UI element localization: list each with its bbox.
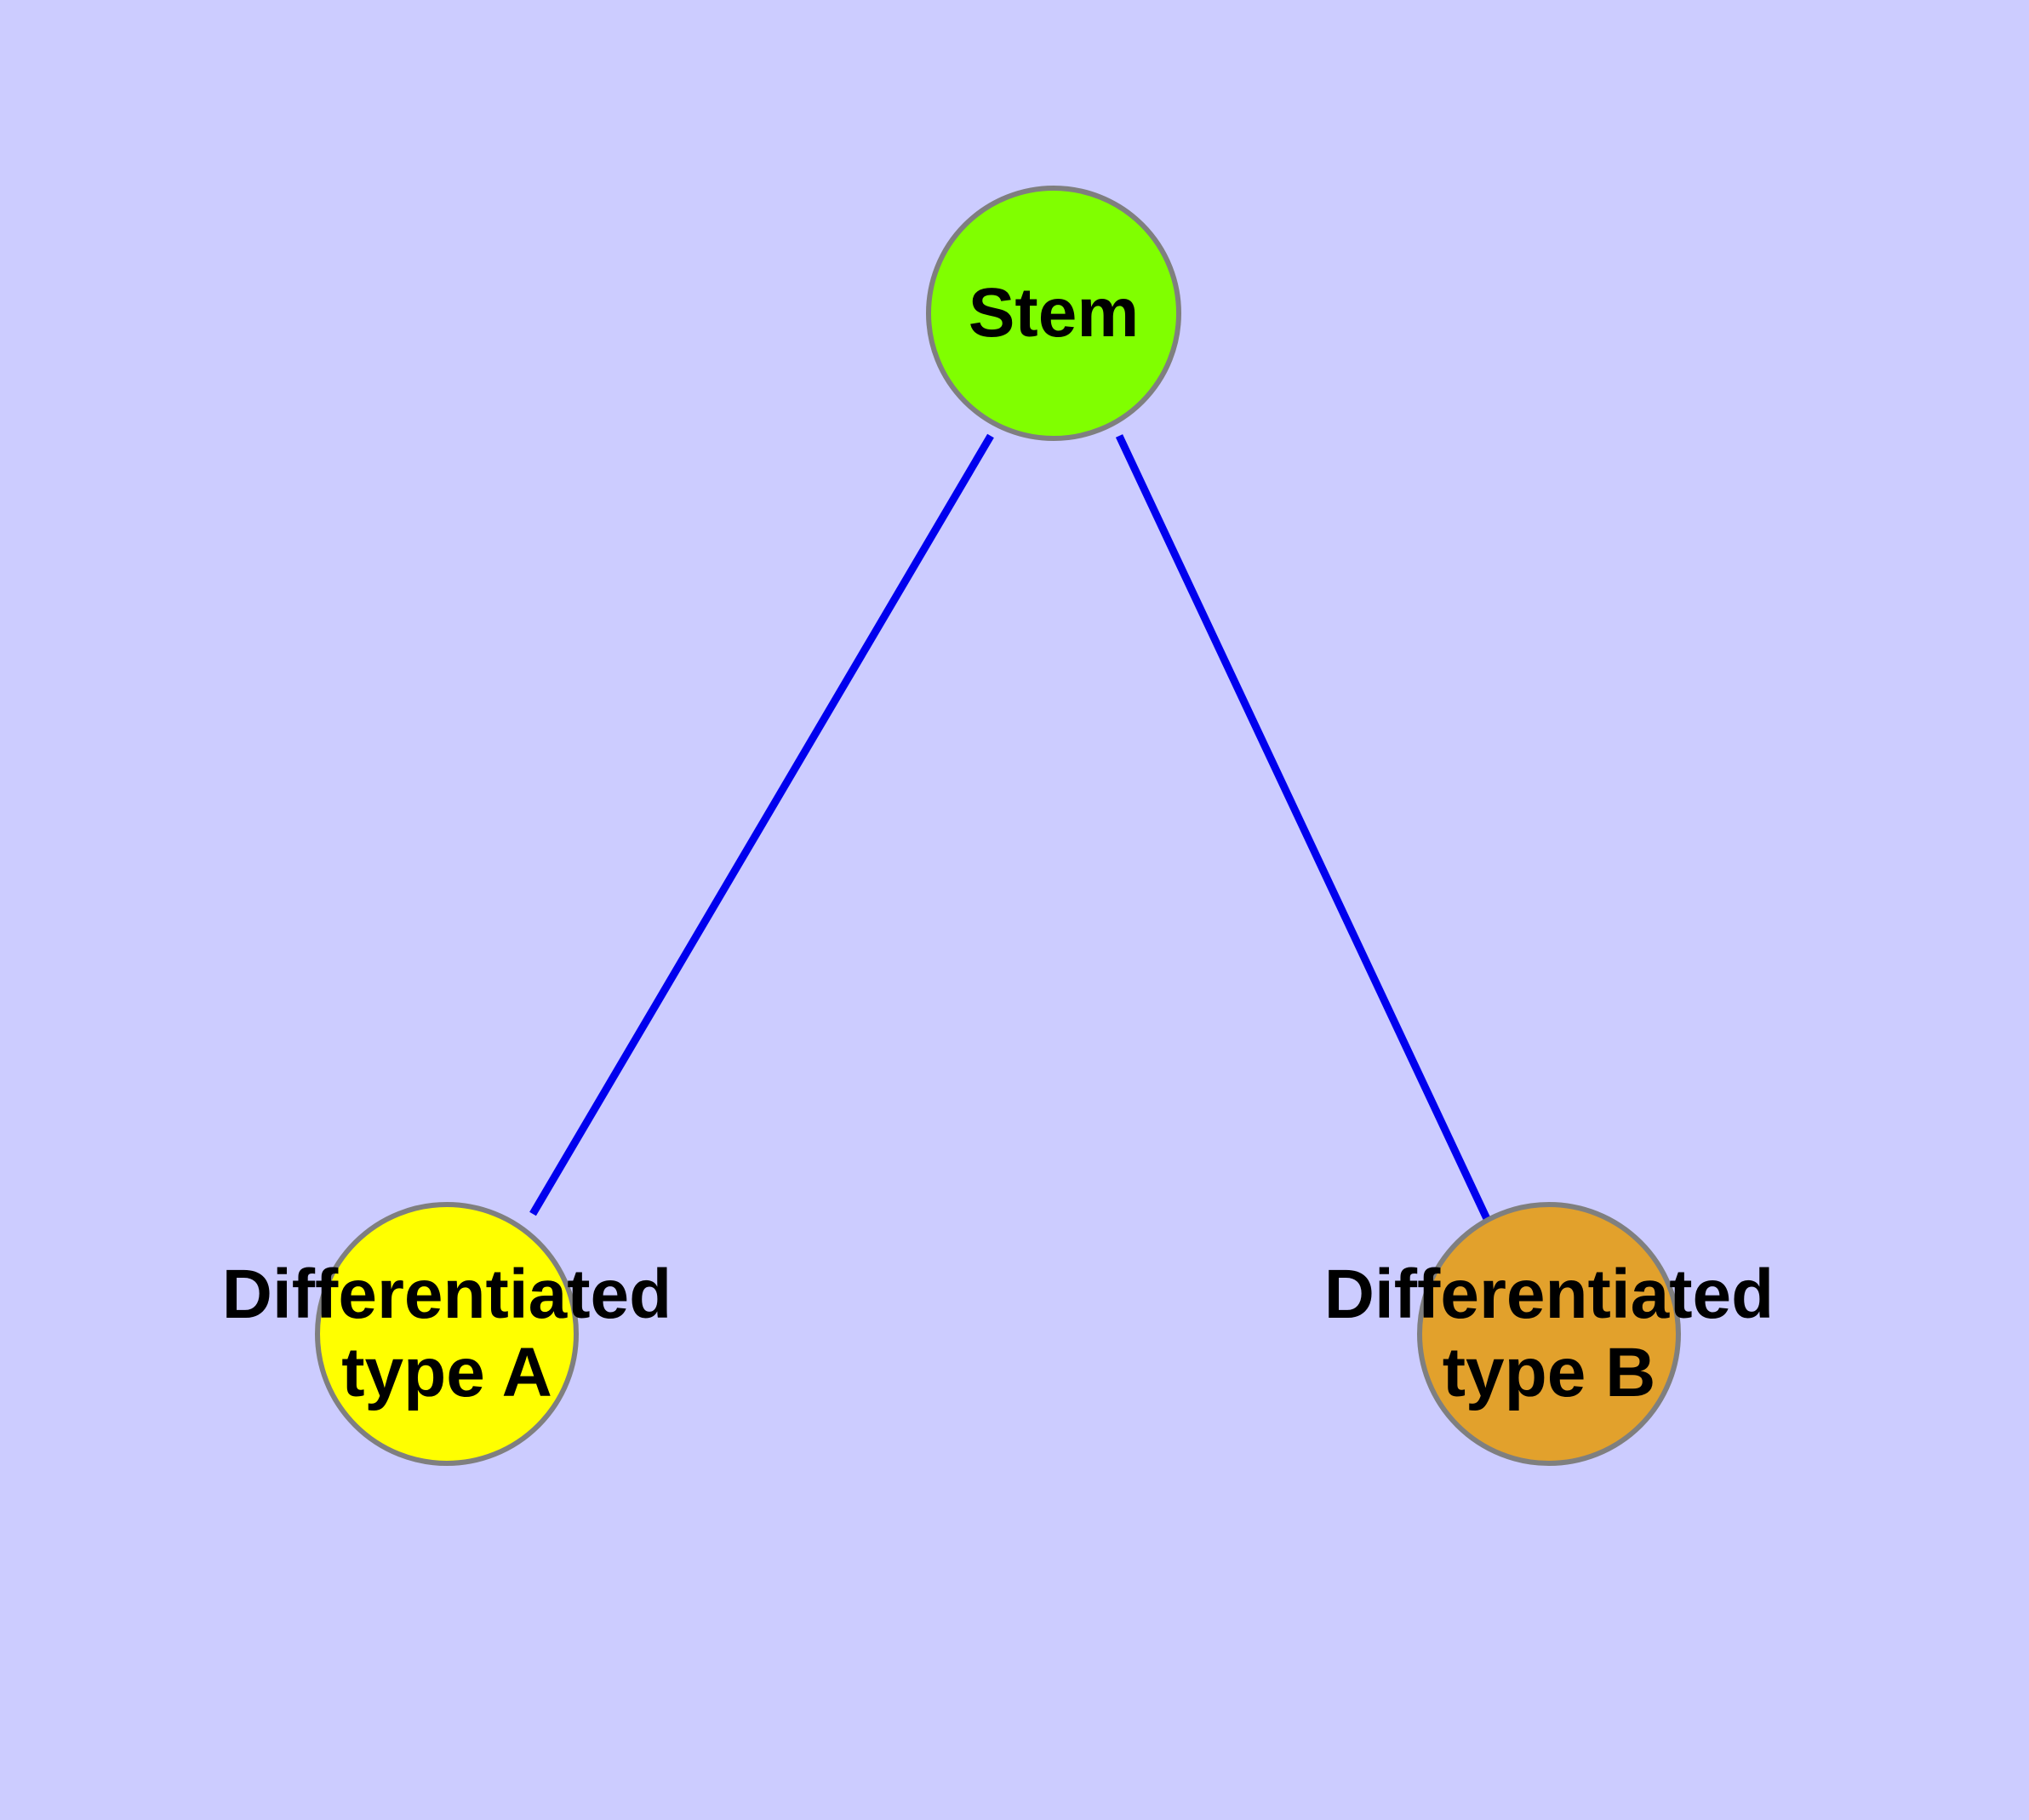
edge-stem-to-differentiated-type-b	[1115, 434, 1493, 1224]
node-differentiated-type-b[interactable]	[1417, 1202, 1681, 1466]
edge-stem-to-differentiated-type-a	[529, 433, 994, 1216]
node-differentiated-type-a[interactable]	[315, 1202, 579, 1466]
node-stem[interactable]	[926, 186, 1181, 441]
